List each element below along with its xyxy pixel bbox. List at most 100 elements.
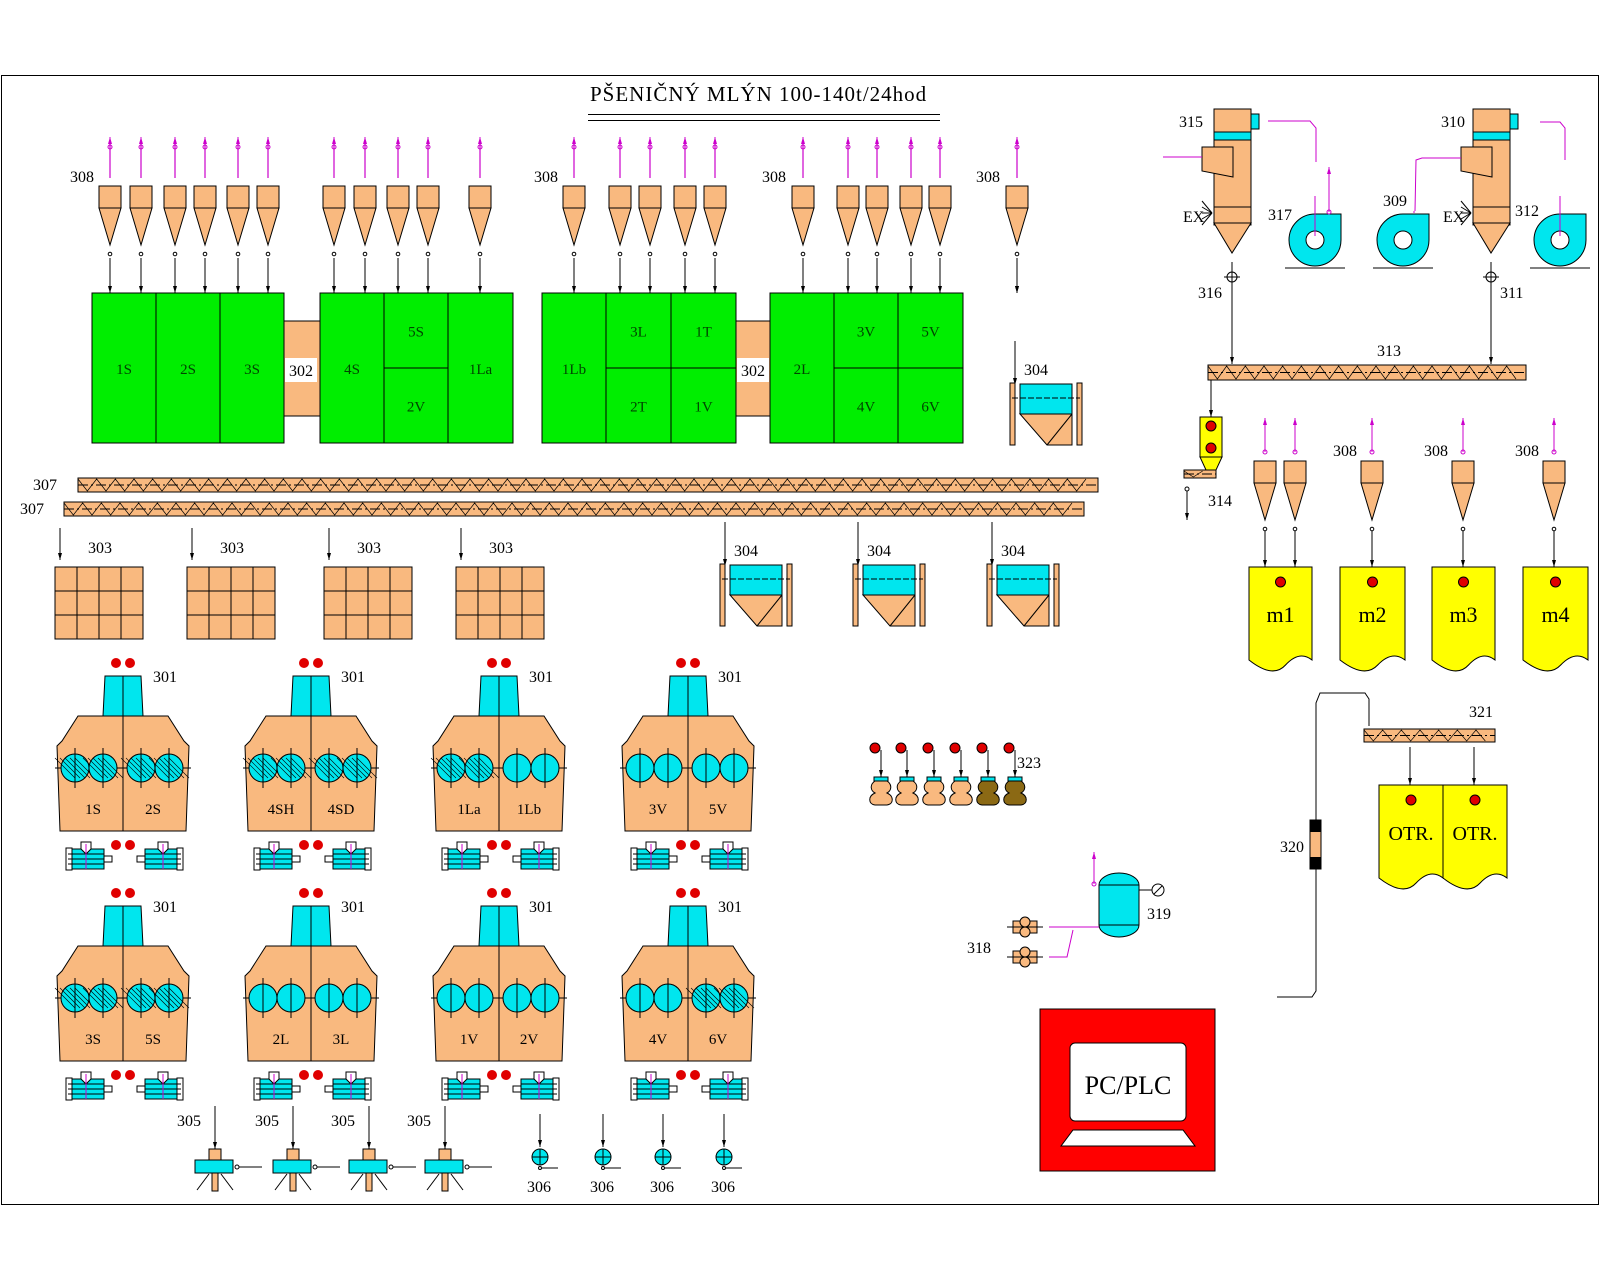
detacher-tag: 305 <box>255 1113 279 1130</box>
cyclone-308[interactable] <box>836 137 860 257</box>
motor-icon[interactable] <box>65 841 113 871</box>
cyclone-308[interactable] <box>1005 137 1029 257</box>
cyclone-308[interactable] <box>1451 418 1475 567</box>
cyclone-308[interactable] <box>608 137 632 257</box>
hopper-divider <box>1046 413 1073 446</box>
cyclone-308[interactable] <box>791 137 815 257</box>
cyclone-308[interactable] <box>1283 418 1307 567</box>
screw-conveyor-321[interactable] <box>1363 728 1496 743</box>
motor-icon[interactable] <box>441 841 489 871</box>
motor-icon[interactable] <box>512 1071 560 1101</box>
bin-303[interactable]: 303 <box>186 528 276 640</box>
cyclone-308[interactable] <box>322 137 346 257</box>
arrow-head-icon <box>932 770 936 777</box>
cyclone-308[interactable] <box>703 137 727 257</box>
flour-bin-m3[interactable]: m3 <box>1431 566 1496 672</box>
hopper-304[interactable]: 304 <box>1009 341 1083 446</box>
bin-303[interactable]: 303 <box>54 528 144 640</box>
motor-icon[interactable] <box>253 1071 301 1101</box>
cyclone-308[interactable] <box>226 137 250 257</box>
sack-neck <box>1007 776 1023 782</box>
detacher-305[interactable]: 305 <box>407 1106 492 1192</box>
rotary-airlock[interactable]: 311 <box>1483 262 1523 364</box>
cyclone-308[interactable] <box>1542 418 1566 567</box>
detacher-305[interactable]: 305 <box>177 1106 262 1192</box>
motor-icon[interactable] <box>324 1071 372 1101</box>
motor-icon[interactable] <box>136 841 184 871</box>
cyclone-308[interactable] <box>163 137 187 257</box>
cyclone-308[interactable] <box>928 137 952 257</box>
flour-bin-m1[interactable]: m1 <box>1248 566 1313 672</box>
rotary-airlock[interactable]: 316 <box>1198 262 1240 364</box>
cyclone-308[interactable] <box>468 137 492 257</box>
compressor-318[interactable] <box>1007 946 1043 968</box>
cyclone-308[interactable] <box>353 137 377 257</box>
valve-306[interactable]: 306 <box>650 1114 681 1196</box>
detacher-305[interactable]: 305 <box>255 1106 340 1192</box>
valve-306[interactable]: 306 <box>527 1114 558 1196</box>
flour-bin-m4[interactable]: m4 <box>1522 566 1589 672</box>
motor-icon[interactable] <box>701 841 749 871</box>
hopper-304[interactable]: 304 <box>719 522 793 627</box>
bin-cell <box>499 614 523 640</box>
cyclone-308[interactable] <box>638 137 662 257</box>
arrow-head-icon <box>618 286 622 293</box>
screw-conveyor-307-upper[interactable] <box>77 477 1099 493</box>
cyclone-308[interactable] <box>416 137 440 257</box>
cyclone-308[interactable] <box>865 137 889 257</box>
cyclone-308[interactable] <box>1253 418 1277 567</box>
fan-309[interactable] <box>1373 213 1433 269</box>
compressor-318[interactable] <box>1007 916 1043 938</box>
cyclone-308[interactable] <box>899 137 923 257</box>
flour-bin-m2[interactable]: m2 <box>1339 566 1406 672</box>
screw-conveyor-313[interactable] <box>1207 364 1527 381</box>
bran-bin-otr[interactable]: OTR. <box>1442 784 1508 890</box>
cyclone-308[interactable] <box>256 137 280 257</box>
detacher-305[interactable]: 305 <box>331 1106 416 1192</box>
cyclone-cone <box>562 207 586 247</box>
cyclone-308[interactable] <box>193 137 217 257</box>
cyclone-308[interactable] <box>386 137 410 257</box>
packer-screw[interactable] <box>1183 469 1217 479</box>
bin-303[interactable]: 303 <box>455 528 545 640</box>
roll-hatch <box>242 757 264 779</box>
valve-306[interactable]: 306 <box>590 1114 621 1196</box>
motor-icon[interactable] <box>512 841 560 871</box>
bran-bin-otr[interactable]: OTR. <box>1378 784 1444 890</box>
cyclone-308[interactable] <box>129 137 153 257</box>
motor-icon[interactable] <box>136 1071 184 1101</box>
motor-icon[interactable] <box>441 1071 489 1101</box>
motor-icon[interactable] <box>630 841 678 871</box>
hopper-leg <box>919 563 926 627</box>
bin-303[interactable]: 303 <box>323 528 413 640</box>
cyclone-308[interactable] <box>562 137 586 257</box>
motor-icon[interactable] <box>630 1071 678 1101</box>
cyclone-308[interactable] <box>98 137 122 257</box>
motor-icon[interactable] <box>701 1071 749 1101</box>
cyclone-308[interactable] <box>673 137 697 257</box>
hopper-304[interactable]: 304 <box>986 522 1060 627</box>
motor-icon[interactable] <box>253 841 301 871</box>
motor-icon[interactable] <box>65 1071 113 1101</box>
valve-306[interactable]: 306 <box>711 1114 742 1196</box>
motor-icon[interactable] <box>324 841 372 871</box>
hopper-304[interactable]: 304 <box>852 522 926 627</box>
screw-conveyor-307-lower[interactable] <box>63 501 1085 517</box>
fan-312[interactable] <box>1530 213 1590 269</box>
fan-317[interactable] <box>1285 213 1345 269</box>
cyclone-308[interactable] <box>1360 418 1384 567</box>
